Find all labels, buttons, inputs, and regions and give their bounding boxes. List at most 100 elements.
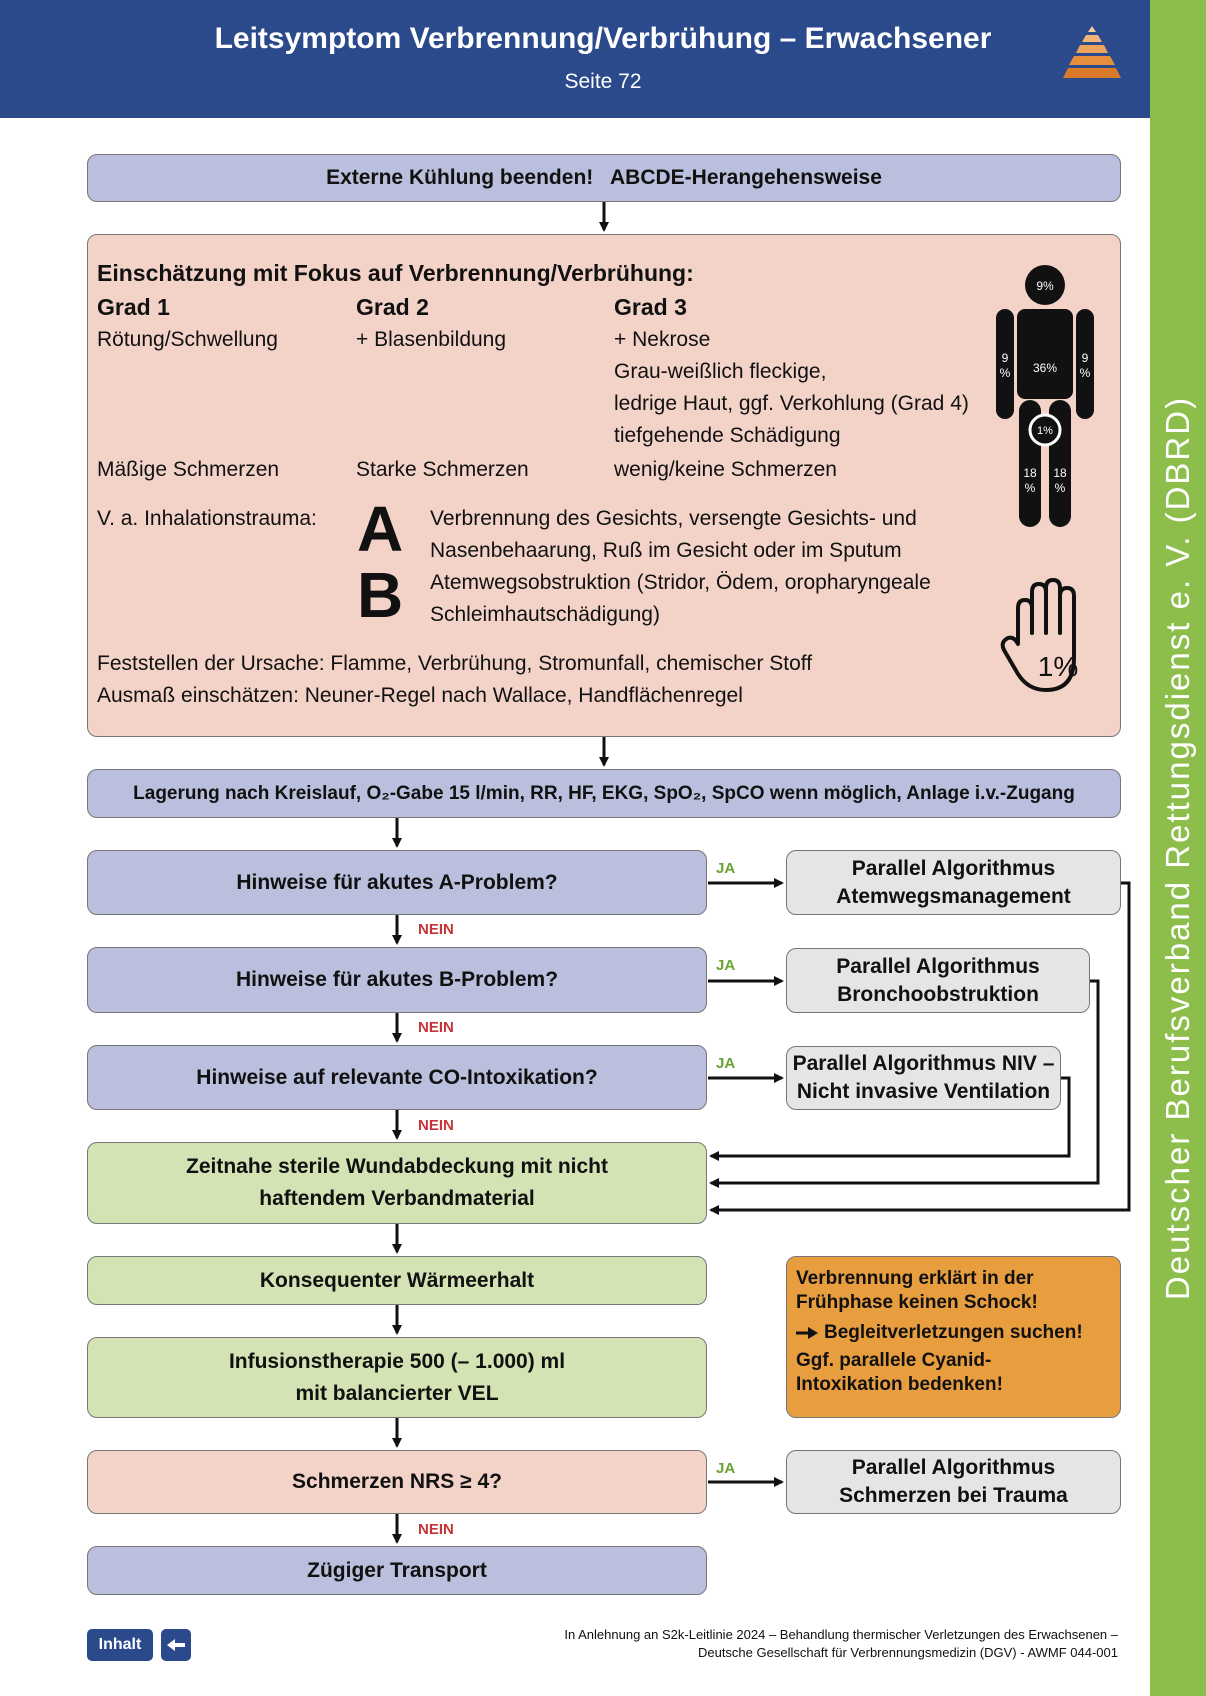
body-rule-of-nines-icon: 9% 36% 9 % 9 % 1% 18 % 18 % xyxy=(996,265,1094,527)
body-leg-left-percent: 18 xyxy=(1023,466,1037,480)
step-infusion: Infusionstherapie 500 (– 1.000) ml mit b… xyxy=(87,1337,707,1418)
inhalation-b-text: Atemwegsobstruktion (Stridor, Ödem, orop… xyxy=(430,571,931,594)
inhalation-b-text: Schleimhautschädigung) xyxy=(430,603,660,626)
no-label: NEIN xyxy=(418,1019,454,1036)
grade-1-label: Grad 1 xyxy=(97,294,170,320)
note-arrow-row: Begleitverletzungen suchen! xyxy=(796,1321,1110,1345)
grade-3-label: Grad 3 xyxy=(614,294,687,320)
body-leg-right-unit: % xyxy=(1055,481,1066,495)
extent-text: Ausmaß einschätzen: Neuner-Regel nach Wa… xyxy=(97,684,743,707)
yes-label: JA xyxy=(716,1460,736,1477)
no-label: NEIN xyxy=(418,1117,454,1134)
grade-2-sign: + Blasenbildung xyxy=(356,328,507,351)
back-button[interactable] xyxy=(161,1629,191,1661)
grade-3-detail: ledrige Haut, ggf. Verkohlung (Grad 4) xyxy=(614,392,969,415)
body-arm-left-percent: 9 xyxy=(1002,351,1009,365)
inhalation-trauma-label: V. a. Inhalationstrauma: xyxy=(97,507,317,530)
parallel-pain-trauma[interactable]: Parallel Algorithmus Schmerzen bei Traum… xyxy=(786,1450,1121,1514)
wound-line: Zeitnahe sterile Wundabdeckung mit nicht xyxy=(186,1155,608,1178)
grade-3-detail: Grau-weißlich fleckige, xyxy=(614,360,827,383)
hand-percent: 1% xyxy=(1038,651,1078,682)
pain-label: Schmerzen NRS ≥ 4? xyxy=(292,1470,502,1493)
page-title: Leitsymptom Verbrennung/Verbrühung – Erw… xyxy=(214,22,992,55)
step-wound-coverage: Zeitnahe sterile Wundabdeckung mit nicht… xyxy=(87,1142,707,1224)
parallel-airway-line: Atemwegsmanagement xyxy=(836,884,1071,908)
parallel-bronchoobstruction[interactable]: Parallel Algorithmus Bronchoobstruktion xyxy=(786,948,1090,1013)
no-label: NEIN xyxy=(418,1521,454,1538)
grade-1-pain: Mäßige Schmerzen xyxy=(97,458,280,481)
note-line: Begleitverletzungen suchen! xyxy=(824,1322,1083,1343)
contents-button[interactable]: Inhalt xyxy=(87,1629,153,1661)
note-line: Frühphase keinen Schock! xyxy=(796,1292,1038,1313)
infusion-line: Infusionstherapie 500 (– 1.000) ml xyxy=(228,1349,566,1373)
return-from-niv xyxy=(709,1076,1071,1161)
warmth-label: Konsequenter Wärmeerhalt xyxy=(259,1268,535,1292)
step-positioning-label: Lagerung nach Kreislauf, O₂-Gabe 15 l/mi… xyxy=(133,782,1075,804)
question-b-problem: Hinweise für akutes B-Problem? xyxy=(87,947,707,1013)
source-line: In Anlehnung an S2k-Leitlinie 2024 – Beh… xyxy=(564,1627,1118,1642)
parallel-pain-line: Schmerzen bei Trauma xyxy=(839,1484,1068,1507)
shock-warning-note: Verbrennung erklärt in der Frühphase kei… xyxy=(786,1256,1121,1418)
inhalation-a-text: Verbrennung des Gesichts, versengte Gesi… xyxy=(430,507,917,530)
grade-2-label: Grad 2 xyxy=(356,294,429,320)
body-arm-left-unit: % xyxy=(1000,366,1011,380)
note-line: Intoxikation bedenken! xyxy=(796,1374,1003,1395)
yes-label: JA xyxy=(716,957,736,974)
cause-text: Feststellen der Ursache: Flamme, Verbrüh… xyxy=(97,652,813,675)
step-rapid-transport: Zügiger Transport xyxy=(87,1546,707,1595)
question-pain-nrs: Schmerzen NRS ≥ 4? xyxy=(87,1450,707,1514)
wound-line: haftendem Verbandmaterial xyxy=(259,1187,535,1210)
arrow-right-icon xyxy=(796,1326,818,1339)
question-co-label: Hinweise auf relevante CO-Intoxikation? xyxy=(196,1065,598,1089)
grade-1-sign: Rötung/Schwellung xyxy=(97,328,278,351)
step-positioning-monitoring: Lagerung nach Kreislauf, O₂-Gabe 15 l/mi… xyxy=(87,769,1121,818)
step-keep-warm: Konsequenter Wärmeerhalt xyxy=(87,1256,707,1305)
yes-label: JA xyxy=(716,1055,736,1072)
body-genital-percent: 1% xyxy=(1037,425,1053,437)
grade-3-sign: + Nekrose xyxy=(614,328,711,351)
parallel-niv-line: Nicht invasive Ventilation xyxy=(796,1080,1051,1103)
sidebar-label: Deutscher Berufsverband Rettungsdienst e… xyxy=(1159,395,1197,1301)
note-line: Ggf. parallele Cyanid- xyxy=(796,1350,992,1371)
body-leg-right-percent: 18 xyxy=(1053,466,1067,480)
question-a-problem: Hinweise für akutes A-Problem? xyxy=(87,850,707,915)
question-co-intoxication: Hinweise auf relevante CO-Intoxikation? xyxy=(87,1045,707,1110)
step-abcde-approach: Externe Kühlung beenden! ABCDE-Herangehe… xyxy=(87,154,1121,202)
yes-label: JA xyxy=(716,860,736,877)
flow-connectors xyxy=(392,202,1131,1544)
body-arm-right-percent: 9 xyxy=(1082,351,1089,365)
infusion-line: mit balancierter VEL xyxy=(295,1381,499,1405)
sidebar-band xyxy=(1150,0,1206,1696)
grade-3-detail: tiefgehende Schädigung xyxy=(614,424,841,447)
header-bar xyxy=(0,0,1150,118)
source-line: Deutsche Gesellschaft für Verbrennungsme… xyxy=(697,1645,1118,1660)
step-abcde-label: Externe Kühlung beenden! ABCDE-Herangehe… xyxy=(326,166,882,189)
inhalation-letter-b: B xyxy=(357,559,404,631)
question-b-label: Hinweise für akutes B-Problem? xyxy=(235,968,559,991)
pyramid-logo-icon xyxy=(1063,26,1121,78)
body-arm-right-unit: % xyxy=(1080,366,1091,380)
parallel-airway-management[interactable]: Parallel Algorithmus Atemwegsmanagement xyxy=(786,850,1121,915)
assessment-box xyxy=(87,234,1121,737)
sidebar-organization-text: Deutscher Berufsverband Rettungsdienst e… xyxy=(1150,0,1206,1696)
grade-3-pain: wenig/keine Schmerzen xyxy=(614,458,837,481)
parallel-airway-line: Parallel Algorithmus xyxy=(851,856,1056,880)
inhalation-a-text: Nasenbehaarung, Ruß im Gesicht oder im S… xyxy=(430,539,902,562)
inhalation-letter-a: A xyxy=(357,493,404,565)
return-from-airway xyxy=(709,881,1131,1215)
return-from-broncho xyxy=(709,979,1100,1188)
parallel-broncho-line: Parallel Algorithmus xyxy=(836,954,1040,978)
transport-label: Zügiger Transport xyxy=(307,1558,487,1582)
body-trunk-percent: 36% xyxy=(1033,361,1057,375)
note-line: Verbrennung erklärt in der xyxy=(796,1268,1034,1289)
parallel-broncho-line: Bronchoobstruktion xyxy=(837,982,1039,1006)
back-arrow-icon xyxy=(167,1639,185,1651)
no-label: NEIN xyxy=(418,921,454,938)
body-leg-left-unit: % xyxy=(1025,481,1036,495)
parallel-niv[interactable]: Parallel Algorithmus NIV – Nicht invasiv… xyxy=(786,1046,1061,1110)
body-head-percent: 9% xyxy=(1036,279,1054,293)
question-a-label: Hinweise für akutes A-Problem? xyxy=(236,870,558,894)
parallel-pain-line: Parallel Algorithmus xyxy=(851,1456,1056,1479)
source-citation: In Anlehnung an S2k-Leitlinie 2024 – Beh… xyxy=(564,1626,1118,1662)
palm-hand-icon: 1% xyxy=(1000,578,1078,692)
